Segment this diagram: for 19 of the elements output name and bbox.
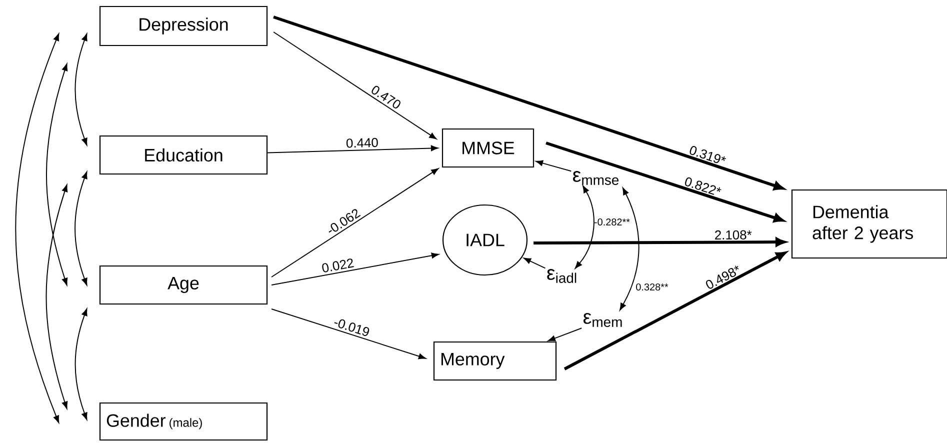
- covariance-arrow: [74, 308, 88, 420]
- variable-box: Age: [99, 265, 268, 305]
- edge-label: 0.022: [322, 258, 354, 272]
- edge-label: -0.019: [334, 319, 370, 336]
- variable-box: Education: [99, 135, 268, 175]
- path-arrow: [271, 252, 439, 286]
- edge-label: 2.108*: [715, 230, 752, 240]
- covariance-arrow: [46, 64, 68, 286]
- covariance-arrow: [74, 172, 88, 286]
- covariance-arrow: [46, 184, 68, 409]
- variable-box: Memory: [433, 341, 557, 381]
- covariance-arrow: [74, 34, 88, 146]
- covariance-arrow: [15, 33, 60, 423]
- path-arrow: [271, 168, 439, 278]
- variable-box: Depression: [99, 6, 268, 46]
- path-arrow: [524, 258, 546, 269]
- path-arrow: [271, 308, 426, 360]
- outcome-box: Dementia after 2 years: [791, 189, 947, 259]
- variable-box: Gender (male): [99, 402, 268, 441]
